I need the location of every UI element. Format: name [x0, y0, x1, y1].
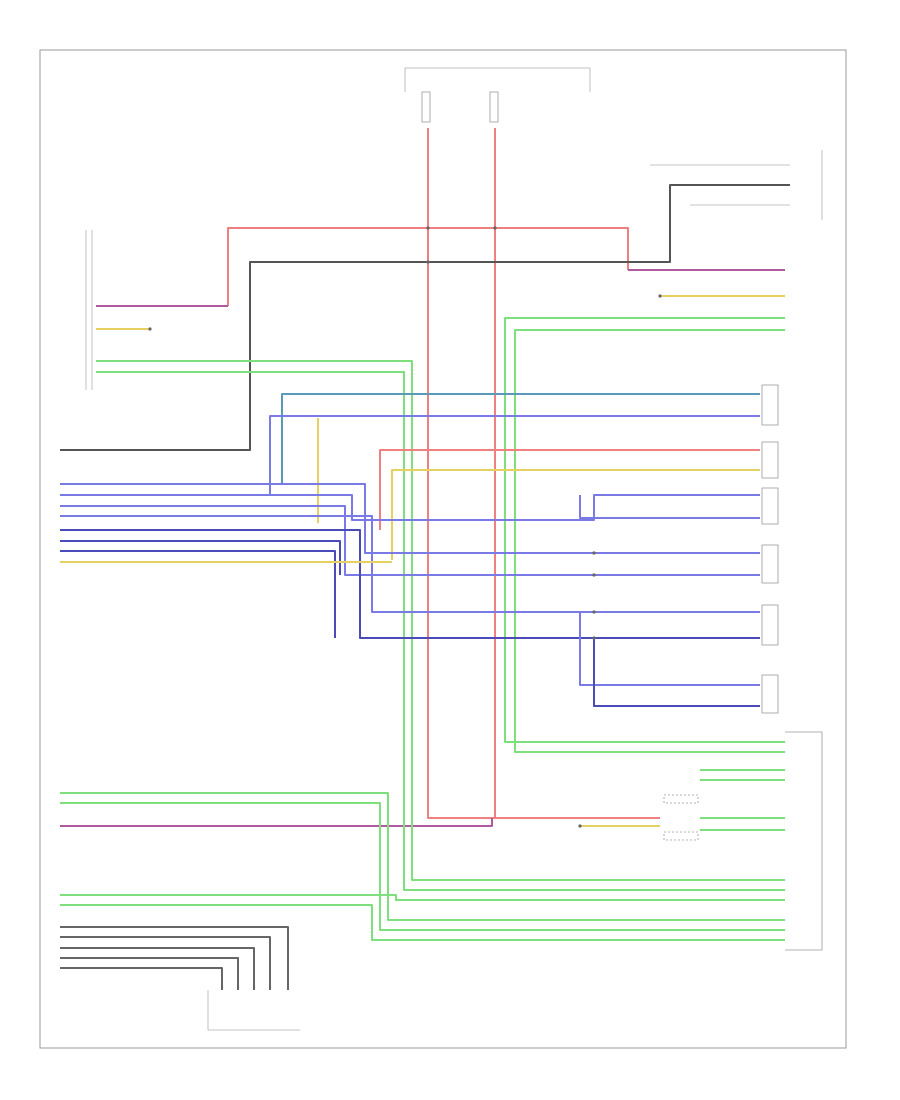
speaker-right-front-door [761, 384, 779, 426]
wire-black-ground [60, 184, 790, 451]
wire-green-7 [60, 894, 785, 901]
diagram-frame [39, 49, 847, 1049]
wire-gray-4 [60, 957, 239, 990]
wire-blue-2 [60, 494, 760, 521]
wire-blue-lrd [579, 495, 760, 519]
subwoofer [663, 794, 699, 841]
wire-navy-rrd [593, 638, 760, 707]
tweeter-left-front [761, 487, 779, 525]
fuse-box [404, 67, 591, 123]
speaker-right-rear-door [761, 604, 779, 646]
wire-green-3 [504, 317, 785, 743]
wire-red-lfd [379, 449, 760, 530]
wire-navy-7 [60, 550, 336, 638]
wire-green-2 [96, 371, 785, 891]
speaker-left-front-door [761, 441, 779, 479]
junction-dots [148, 226, 662, 828]
wire-green-8 [60, 904, 785, 941]
wire-green-5 [60, 792, 785, 921]
rear-audio-module [207, 990, 300, 1031]
wire-navy-5 [60, 529, 760, 639]
wire-blue-1 [60, 483, 760, 554]
wire-green-4 [514, 329, 785, 753]
wire-gray-5 [60, 967, 223, 990]
center-console-switch [85, 230, 93, 390]
audio-unit [785, 731, 823, 951]
tweeter-right-front [761, 674, 779, 714]
wire-navy-6 [60, 540, 341, 575]
speaker-left-rear-door [761, 544, 779, 584]
wire-blue-rrd [579, 612, 760, 686]
wire-blue-4 [60, 515, 760, 613]
wire-gray-2 [60, 936, 271, 990]
wire-blue-rfd-2 [269, 415, 760, 495]
wire-green-1 [96, 360, 785, 881]
wire-red-main [427, 128, 660, 819]
wire-blue-3 [60, 505, 760, 576]
wire-teal-rfd-1 [281, 393, 760, 485]
wire-yellow-lfd [391, 469, 760, 560]
wire-gray-1 [60, 926, 289, 990]
wire-green-6 [60, 802, 785, 931]
wire-gray-3 [60, 947, 255, 990]
wire-purple-lower [60, 818, 493, 827]
